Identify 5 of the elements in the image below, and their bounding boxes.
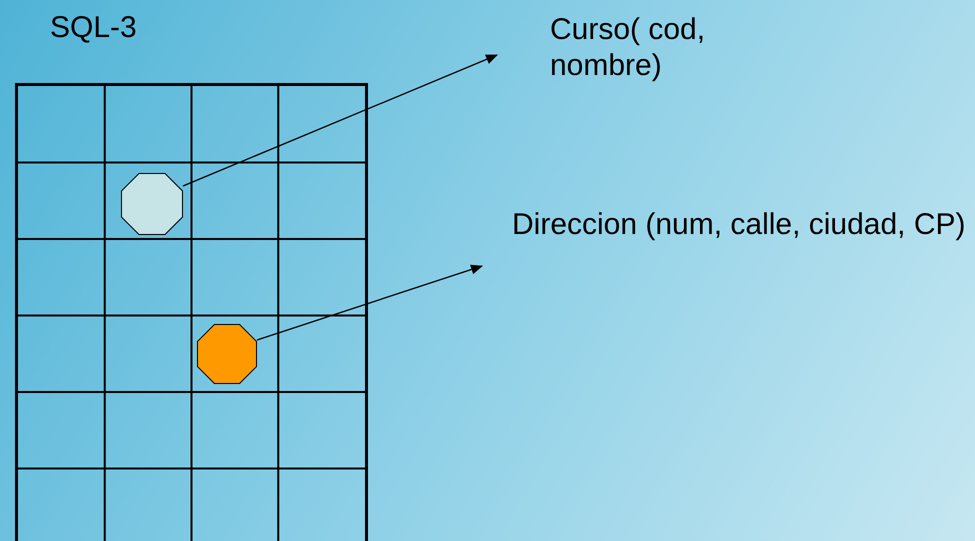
- arrow: [182, 54, 498, 187]
- attribute-list: Curso( cod, nombre): [550, 12, 750, 84]
- table-heading: SQL-3: [50, 10, 137, 46]
- attribute-list: Direccion (num, calle, ciudad, CP): [512, 207, 972, 243]
- arrow: [256, 264, 483, 341]
